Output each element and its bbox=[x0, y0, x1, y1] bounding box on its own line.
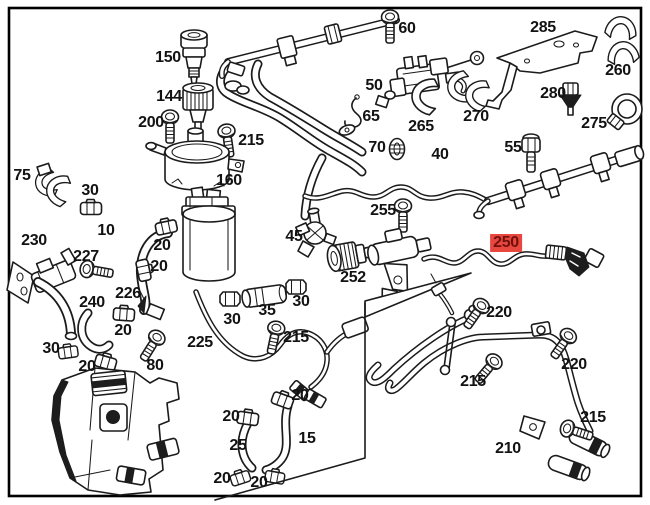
inset-boundary bbox=[214, 272, 472, 501]
part-label-215: 215 bbox=[580, 409, 606, 426]
fuel-rail-right bbox=[473, 144, 645, 220]
part-label-215: 215 bbox=[460, 373, 486, 390]
hose-15 bbox=[261, 401, 293, 475]
part-label-45: 45 bbox=[285, 228, 303, 245]
part-label-20: 20 bbox=[250, 474, 268, 491]
valve-45 bbox=[295, 207, 337, 258]
part-label-30: 30 bbox=[223, 311, 241, 328]
part-label-200: 200 bbox=[138, 114, 164, 131]
part-label-15: 15 bbox=[298, 430, 316, 447]
tee-fitting-250-inlet bbox=[367, 227, 432, 302]
part-label-250: 250 bbox=[490, 234, 522, 252]
bracket-65 bbox=[338, 94, 362, 136]
cap-144 bbox=[182, 82, 214, 130]
part-label-75: 75 bbox=[13, 167, 31, 184]
plug-280 bbox=[559, 82, 582, 116]
part-label-215: 215 bbox=[283, 329, 309, 346]
fuel-pipe-225 bbox=[193, 289, 369, 409]
part-label-35: 35 bbox=[258, 302, 276, 319]
part-label-150: 150 bbox=[155, 49, 181, 66]
part-label-30: 30 bbox=[42, 340, 60, 357]
part-label-30: 30 bbox=[81, 182, 99, 199]
part-label-265: 265 bbox=[408, 118, 434, 135]
clamp-pair-75 bbox=[32, 162, 73, 209]
part-label-20: 20 bbox=[114, 322, 132, 339]
fuel-hose-upper bbox=[216, 57, 367, 221]
part-label-55: 55 bbox=[504, 139, 522, 156]
part-label-80: 80 bbox=[146, 357, 164, 374]
part-label-230: 230 bbox=[21, 232, 47, 249]
nut-30-left bbox=[219, 291, 241, 307]
part-label-252: 252 bbox=[340, 269, 366, 286]
part-label-30: 30 bbox=[292, 293, 310, 310]
fuel-line-250 bbox=[421, 244, 605, 277]
part-label-25: 25 bbox=[229, 437, 247, 454]
part-label-20: 20 bbox=[213, 470, 231, 487]
part-label-40: 40 bbox=[431, 146, 449, 163]
part-label-210: 210 bbox=[495, 440, 521, 457]
high-pressure-pump bbox=[51, 367, 180, 496]
part-label-20: 20 bbox=[153, 237, 171, 254]
fuel-line-40 bbox=[302, 184, 491, 204]
part-label-65: 65 bbox=[362, 108, 380, 125]
hose-25 bbox=[237, 418, 257, 473]
part-label-20: 20 bbox=[78, 358, 96, 375]
grommet-70 bbox=[388, 137, 406, 161]
holder-55 bbox=[521, 133, 541, 173]
part-label-220: 220 bbox=[486, 304, 512, 321]
part-label-20: 20 bbox=[222, 408, 240, 425]
part-label-260: 260 bbox=[605, 62, 631, 79]
part-label-220: 220 bbox=[561, 356, 587, 373]
part-label-20: 20 bbox=[291, 387, 309, 404]
nut-30-right bbox=[285, 279, 307, 295]
rail-end-fittings bbox=[224, 61, 250, 95]
valve-150 bbox=[180, 29, 208, 85]
fuel-filter-canister bbox=[181, 186, 236, 282]
part-label-226: 226 bbox=[115, 285, 141, 302]
part-label-70: 70 bbox=[368, 139, 386, 156]
inline-part-35 bbox=[241, 284, 288, 308]
part-label-240: 240 bbox=[79, 294, 105, 311]
part-label-10: 10 bbox=[97, 222, 115, 239]
injection-rail-top bbox=[218, 16, 400, 95]
clip-226-arrow bbox=[137, 288, 166, 321]
part-label-215: 215 bbox=[238, 132, 264, 149]
part-label-270: 270 bbox=[463, 108, 489, 125]
part-label-275: 275 bbox=[581, 115, 607, 132]
bracket-285 bbox=[485, 30, 598, 110]
hose-240 bbox=[77, 308, 114, 354]
filter-cap-160 bbox=[145, 127, 245, 191]
part-label-285: 285 bbox=[530, 19, 556, 36]
part-label-160: 160 bbox=[216, 172, 242, 189]
part-label-225: 225 bbox=[187, 334, 213, 351]
fitting-230 bbox=[6, 247, 78, 341]
part-label-255: 255 bbox=[370, 202, 396, 219]
part-label-50: 50 bbox=[365, 77, 383, 94]
part-label-20: 20 bbox=[150, 258, 168, 275]
ring-clamp-275 bbox=[606, 93, 643, 131]
part-label-280: 280 bbox=[540, 85, 566, 102]
part-label-144: 144 bbox=[156, 88, 182, 105]
part-label-60: 60 bbox=[398, 20, 416, 37]
clamp-30-upper bbox=[79, 198, 103, 216]
knurled-plug-252 bbox=[326, 241, 373, 273]
part-label-227: 227 bbox=[73, 248, 99, 265]
